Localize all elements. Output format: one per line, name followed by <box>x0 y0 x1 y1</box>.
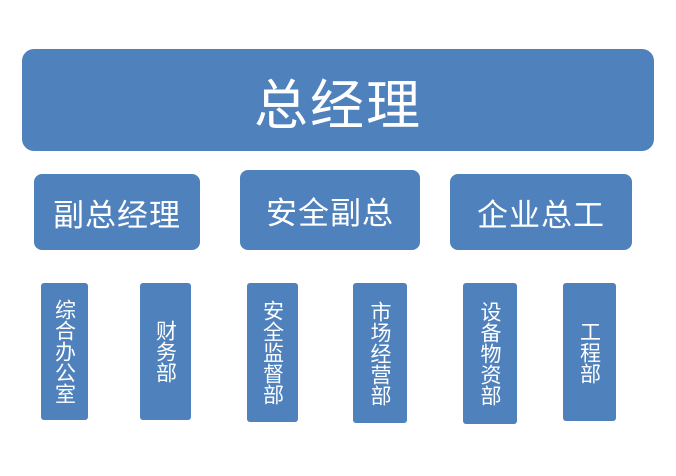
department-label: 安全监督部 <box>260 300 285 405</box>
department-box-safety-supervision: 安全监督部 <box>247 283 298 422</box>
deputy-label: 安全副总 <box>266 195 394 232</box>
deputy-label: 企业总工 <box>477 197 605 234</box>
department-box-general-office: 综合办公室 <box>41 283 88 420</box>
department-box-engineering: 工程部 <box>563 283 616 421</box>
deputy-box-safety: 安全副总 <box>240 170 420 250</box>
general-manager-label: 总经理 <box>254 73 422 137</box>
department-label: 综合办公室 <box>52 299 77 404</box>
deputy-box-deputy-gm: 副总经理 <box>34 174 200 250</box>
department-label: 工程部 <box>577 320 602 384</box>
department-label: 设备物资部 <box>478 301 502 406</box>
deputy-label: 副总经理 <box>53 197 181 234</box>
department-label: 市场经营部 <box>368 300 392 406</box>
general-manager-box: 总经理 <box>22 49 654 151</box>
department-box-marketing: 市场经营部 <box>353 283 407 423</box>
department-box-finance: 财务部 <box>140 283 191 420</box>
department-box-equipment-materials: 设备物资部 <box>463 283 517 424</box>
deputy-box-chief-engineer: 企业总工 <box>450 174 632 250</box>
department-label: 财务部 <box>153 320 178 383</box>
